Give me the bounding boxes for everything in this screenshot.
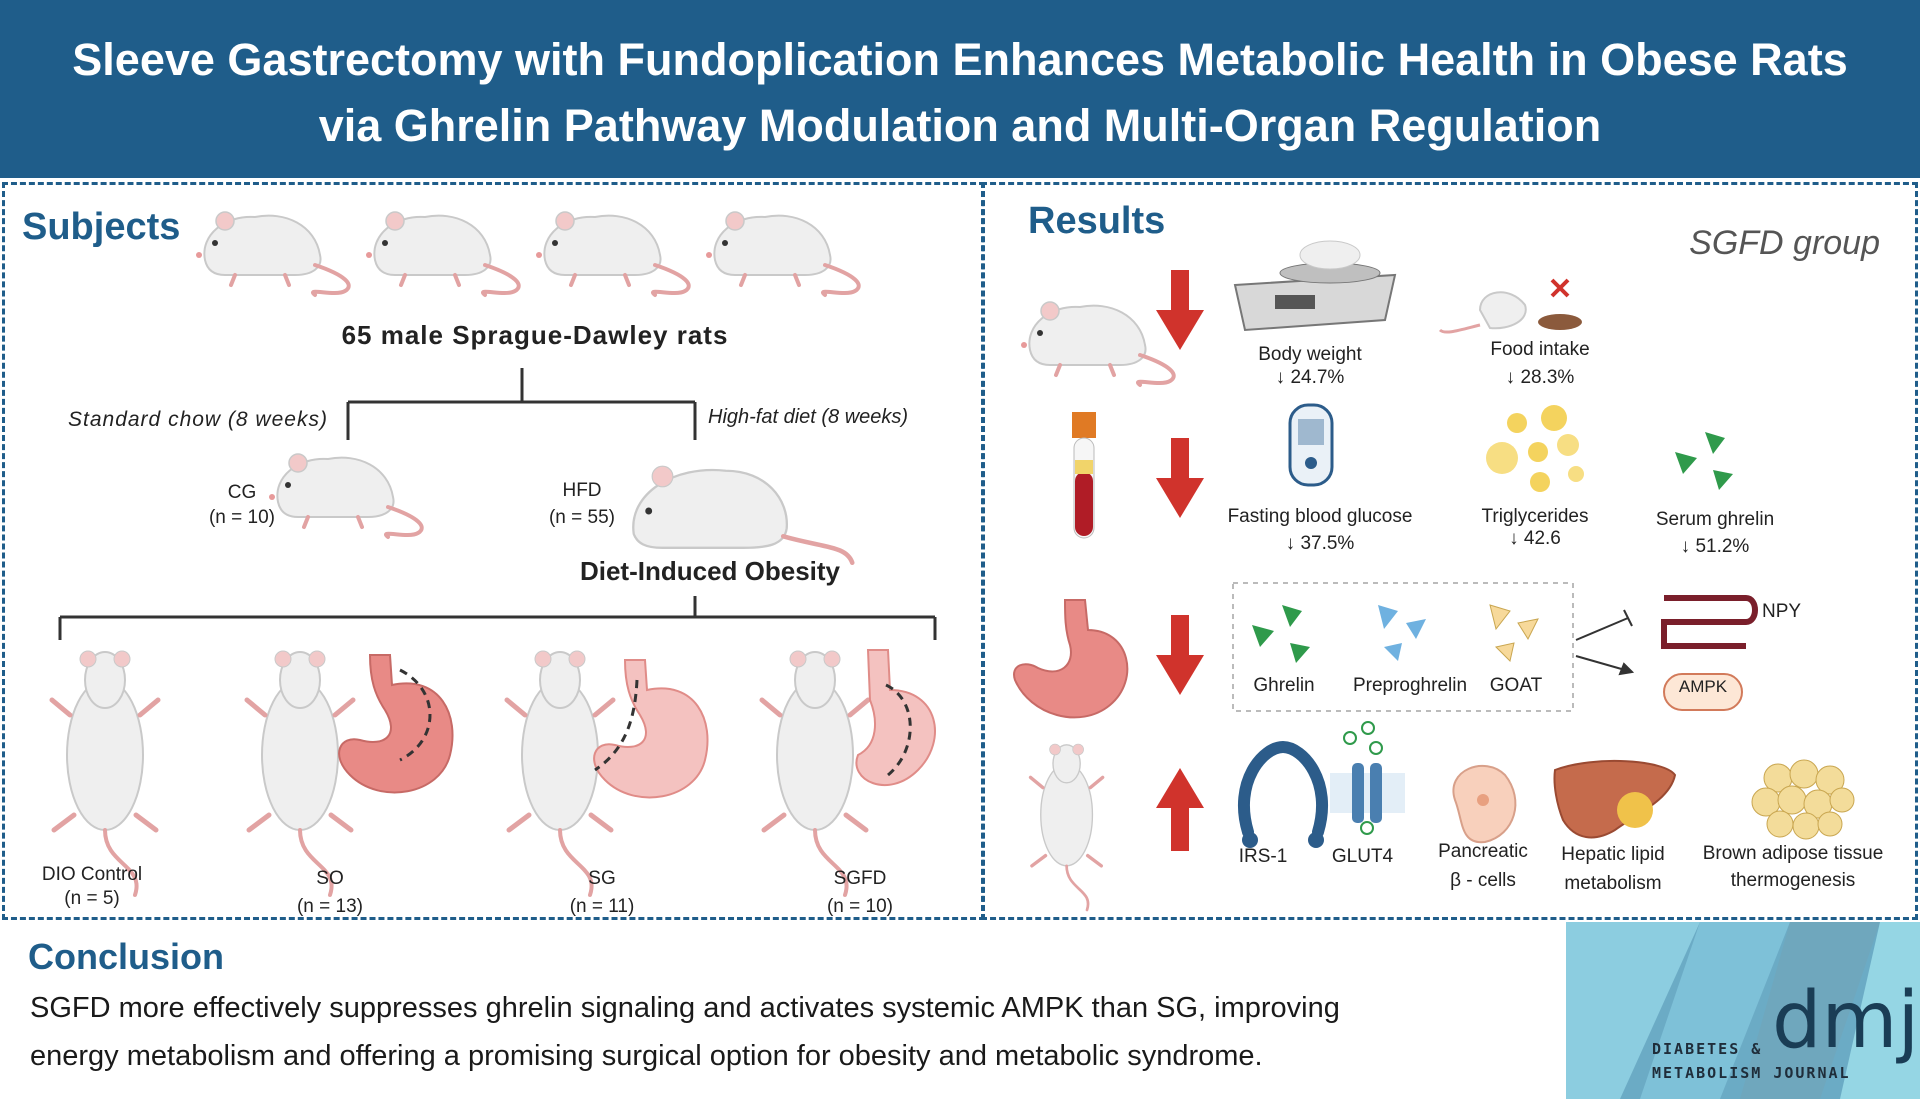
so-rat (247, 651, 353, 895)
fasting-glucose-value: ↓ 37.5% (1285, 533, 1355, 554)
body-weight-value: ↓ 24.7% (1275, 367, 1345, 388)
scale-icon (1233, 240, 1397, 332)
down-arrow-1 (1156, 270, 1204, 350)
glucometer-icon (1288, 403, 1334, 487)
so-stomach-icon (338, 654, 454, 794)
brown-adipose-label-2: thermogenesis (1730, 870, 1856, 891)
hfd-obese-rat (632, 465, 855, 566)
pancreatic-label-1: Pancreatic (1438, 841, 1528, 862)
group-n-sgfd: (n = 10) (826, 896, 893, 917)
ghrelin-icon (1252, 605, 1310, 663)
brown-adipose-label-1: Brown adipose tissue (1702, 843, 1884, 864)
beta-cell-icon (1452, 765, 1517, 844)
hepatic-label-1: Hepatic lipid (1561, 844, 1665, 865)
conclusion-line-2: energy metabolism and offering a promisi… (30, 1040, 1263, 1072)
signaling-arrows (1575, 609, 1635, 676)
title-line-1: Sleeve Gastrectomy with Fundoplication E… (72, 34, 1848, 85)
goat-icon (1489, 604, 1539, 662)
cg-n: (n = 10) (208, 507, 275, 528)
dio-control-rat (52, 651, 158, 895)
sgfd-stomach-icon (855, 649, 936, 787)
header-banner: Sleeve Gastrectomy with Fundoplication E… (0, 0, 1920, 178)
glut4-label: GLUT4 (1331, 846, 1394, 867)
journal-logo-mark: dmj (1772, 976, 1920, 1066)
title-line-2: via Ghrelin Pathway Modulation and Multi… (318, 100, 1602, 151)
food-intake-value: ↓ 28.3% (1505, 367, 1575, 388)
triglycerides-label: Triglycerides (1481, 506, 1589, 527)
ghrelin-label: Ghrelin (1253, 675, 1315, 696)
rat-illustration-2 (364, 210, 521, 297)
high-fat-diet-label: High-fat diet (8 weeks) (708, 406, 909, 428)
hfd-name: HFD (562, 480, 602, 501)
sgfd-rat (762, 651, 868, 895)
ampk-label: AMPK (1678, 677, 1728, 696)
results-rat-top-icon (1028, 742, 1105, 912)
npy-icon (1661, 595, 1758, 649)
results-rat-icon (1019, 300, 1176, 387)
irs1-label: IRS-1 (1238, 846, 1288, 867)
rat-illustration-1 (194, 210, 351, 297)
hepatic-label-2: metabolism (1564, 873, 1662, 894)
blood-tube-icon (1072, 412, 1096, 539)
npy-label: NPY (1762, 601, 1802, 622)
pancreatic-label-2: β - cells (1450, 870, 1516, 891)
sg-stomach-icon (593, 659, 709, 799)
down-arrow-2 (1156, 438, 1204, 518)
group-name-sgfd: SGFD (833, 868, 887, 889)
serum-ghrelin-icon (1675, 432, 1733, 490)
fasting-glucose-label: Fasting blood glucose (1227, 506, 1413, 527)
goat-label: GOAT (1489, 675, 1543, 696)
cg-rat (267, 452, 424, 539)
stomach-markers-box (1232, 582, 1574, 712)
triglycerides-value: ↓ 42.6 (1509, 528, 1561, 549)
body-weight-label: Body weight (1258, 344, 1362, 365)
journal-logo-line-1: DIABETES & (1652, 1040, 1763, 1058)
food-intake-icon (1438, 278, 1582, 334)
group-n-dio-control: (n = 5) (64, 888, 120, 909)
glut4-icon (1330, 721, 1405, 835)
liver-icon (1553, 759, 1677, 839)
group-name-sg: SG (588, 868, 616, 889)
irs1-icon (1237, 740, 1329, 848)
dio-label: Diet-Induced Obesity (579, 556, 841, 586)
hfd-n: (n = 55) (548, 507, 615, 528)
stomach-organ-icon (1013, 599, 1129, 719)
serum-ghrelin-label: Serum ghrelin (1655, 509, 1775, 530)
subjects-title: Subjects (22, 206, 181, 248)
triglyceride-droplets-icon (1486, 405, 1584, 492)
up-arrow (1156, 768, 1204, 851)
journal-logo-line-2: METABOLISM JOURNAL (1652, 1064, 1851, 1082)
group-n-so: (n = 13) (296, 896, 363, 917)
group-name-so: SO (316, 868, 344, 889)
brown-adipose-icon (1751, 759, 1855, 840)
down-arrow-3 (1156, 615, 1204, 695)
rats-count-label: 65 male Sprague-Dawley rats (341, 320, 729, 350)
serum-ghrelin-value: ↓ 51.2% (1680, 536, 1750, 557)
results-title: Results (1028, 200, 1166, 242)
rat-illustration-4 (704, 210, 861, 297)
rat-illustration-3 (534, 210, 691, 297)
standard-chow-label: Standard chow (8 weeks) (68, 408, 328, 431)
surgery-branch-lines (58, 596, 937, 640)
ampk-pill (1663, 673, 1743, 711)
group-n-sg: (n = 11) (569, 896, 635, 917)
preproghrelin-label: Preproghrelin (1352, 675, 1468, 696)
sgfd-group-label: SGFD group (1689, 224, 1880, 262)
cg-name: CG (227, 482, 257, 503)
conclusion-line-1: SGFD more effectively suppresses ghrelin… (30, 992, 1340, 1024)
results-panel (981, 182, 1918, 920)
diet-branch-lines (346, 368, 697, 440)
sg-rat (507, 651, 613, 895)
food-intake-label: Food intake (1490, 339, 1590, 360)
group-name-dio-control: DIO Control (41, 864, 143, 885)
preproghrelin-icon (1378, 605, 1426, 661)
conclusion-title: Conclusion (28, 936, 224, 977)
journal-logo-background (1566, 922, 1920, 1099)
